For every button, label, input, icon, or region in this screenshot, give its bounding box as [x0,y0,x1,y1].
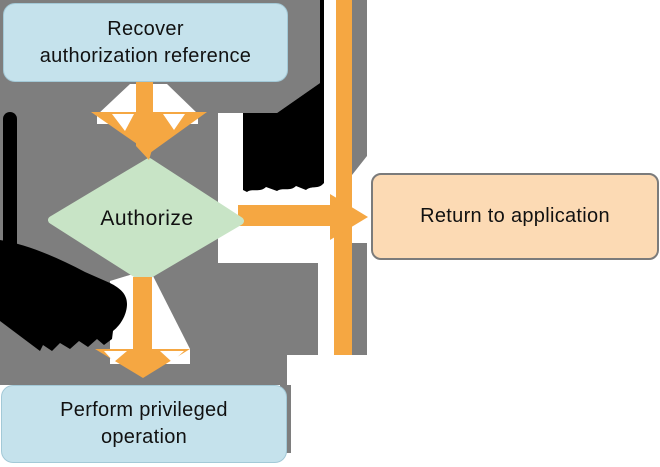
node-recover-authorization-reference: Recover authorization reference [3,3,288,82]
arrow-down-to-perform-shaft [133,277,152,352]
node-return-to-application: Return to application [371,173,659,260]
arrow-notch-lower-right [160,351,184,362]
node-perform-privileged-operation: Perform privileged operation [1,385,287,463]
arrow-notch-upper-right [163,114,185,130]
node-return-label: Return to application [420,205,610,227]
arrow-notch-lower-left [104,351,127,362]
shadow-vertical-line-upper [352,0,367,175]
arrowhead-into-return [330,194,368,240]
arrow-down-to-authorize-shaft [136,82,153,160]
decision-authorize-label: Authorize [100,207,194,230]
flow-line-vertical-upper [336,0,352,226]
corrupted-label-bar-left [3,112,17,252]
node-recover-line1: Recover [107,17,184,40]
node-perform-line2: operation [100,426,188,448]
corrupted-label-blob-left [0,240,127,351]
node-recover-line2: authorization reference [39,44,252,67]
arrow-notch-upper-left [112,114,134,131]
corrupted-label-blob-right [243,0,324,192]
shadow-vertical-line-lower [352,243,367,355]
flow-line-fail-horizontal [238,205,352,226]
flow-line-vertical-lower [334,226,352,355]
node-perform-line1: Perform privileged [60,399,228,421]
